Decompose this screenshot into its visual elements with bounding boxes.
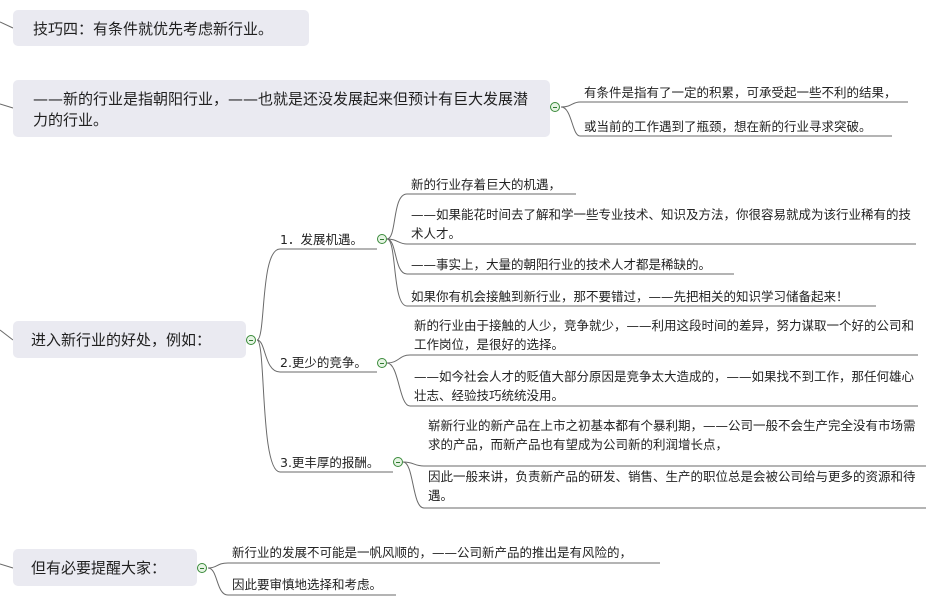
collapse-toggle-icon[interactable] <box>377 358 387 368</box>
reward-item-2[interactable]: 因此一般来讲，负责新产品的研发、销售、生产的职位总是会被公司给与更多的资源和待遇… <box>428 469 916 503</box>
benefits-text: 进入新行业的好处，例如： <box>31 331 212 349</box>
tip-title-text: 技巧四：有条件就优先考虑新行业。 <box>33 20 274 38</box>
branch-less-competition[interactable]: 2.更少的竞争。 <box>280 355 367 370</box>
collapse-toggle-icon[interactable] <box>246 335 256 345</box>
collapse-toggle-icon[interactable] <box>197 563 207 573</box>
new-industry-definition-node[interactable]: ——新的行业是指朝阳行业，——也就是还没发展起来但预计有巨大发展潜力的行业。 <box>13 80 550 137</box>
new-industry-definition-text: ——新的行业是指朝阳行业，——也就是还没发展起来但预计有巨大发展潜力的行业。 <box>33 90 529 129</box>
reward-item-1[interactable]: 崭新行业的新产品在上市之初基本都有个暴利期，——公司一般不会生产完全没有市场需求… <box>428 418 916 452</box>
benefits-node[interactable]: 进入新行业的好处，例如： <box>13 321 246 358</box>
opportunity-item-3[interactable]: ——事实上，大量的朝阳行业的技术人才都是稀缺的。 <box>411 257 712 272</box>
collapse-toggle-icon[interactable] <box>393 457 403 467</box>
opportunity-item-2[interactable]: ——如果能花时间去了解和学一些专业技术、知识及方法，你很容易就成为该行业稀有的技… <box>411 207 912 241</box>
branch-richer-reward[interactable]: 3.更丰厚的报酬。 <box>280 455 380 470</box>
opportunity-item-4[interactable]: 如果你有机会接触到新行业，那不要错过，——先把相关的知识学习储备起来！ <box>411 289 849 304</box>
collapse-toggle-icon[interactable] <box>550 102 560 112</box>
reminder-note-2[interactable]: 因此要审慎地选择和考虑。 <box>232 577 383 592</box>
reminder-node[interactable]: 但有必要提醒大家： <box>13 549 197 586</box>
branch-development-opportunity[interactable]: 1．发展机遇。 <box>280 232 363 247</box>
reminder-text: 但有必要提醒大家： <box>31 559 167 577</box>
collapse-toggle-icon[interactable] <box>377 234 387 244</box>
opportunity-item-1[interactable]: 新的行业存着巨大的机遇， <box>411 177 562 192</box>
reminder-note-1[interactable]: 新行业的发展不可能是一帆风顺的，——公司新产品的推出是有风险的， <box>232 545 633 560</box>
condition-note-1[interactable]: 有条件是指有了一定的积累，可承受起一些不利的结果， <box>584 85 897 100</box>
condition-note-2[interactable]: 或当前的工作遇到了瓶颈，想在新的行业寻求突破。 <box>584 119 872 134</box>
competition-item-1[interactable]: 新的行业由于接触的人少，竞争就少，——利用这段时间的差异，努力谋取一个好的公司和… <box>414 318 915 352</box>
tip-title-node[interactable]: 技巧四：有条件就优先考虑新行业。 <box>13 10 309 46</box>
competition-item-2[interactable]: ——如今社会人才的贬值大部分原因是竞争太大造成的，——如果找不到工作，那任何雄心… <box>414 369 915 403</box>
